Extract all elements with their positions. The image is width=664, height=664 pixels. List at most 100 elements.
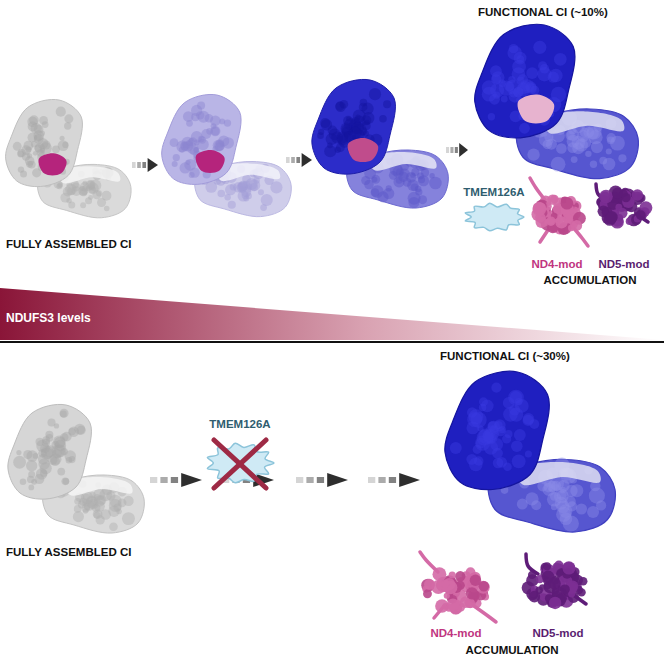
protein-texture [361, 176, 370, 185]
protein-texture [238, 190, 249, 201]
protein-texture [228, 201, 236, 209]
gradient-band: NDUFS3 levels [0, 288, 664, 340]
protein-texture [230, 183, 237, 190]
protein-texture [243, 181, 250, 188]
protein-texture [218, 135, 229, 146]
protein-texture [450, 442, 462, 454]
stage-label: FULLY ASSEMBLED CI [6, 546, 131, 559]
protein-texture [371, 175, 380, 184]
protein-texture [69, 456, 76, 463]
protein-texture [72, 186, 82, 196]
protein-texture [527, 148, 539, 160]
protein-texture [170, 138, 179, 147]
result-label: FUNCTIONAL CI (~10%) [478, 6, 608, 19]
protein-texture [494, 421, 502, 429]
protein-texture [512, 454, 526, 468]
protein-texture [60, 136, 65, 141]
protein-texture [57, 468, 65, 476]
protein-texture [104, 206, 110, 212]
protein-label: TMEM126A [209, 418, 270, 431]
result-label: FUNCTIONAL CI (~30%) [440, 350, 570, 363]
protein-texture [197, 101, 205, 109]
ndufs3-subunit [196, 150, 225, 173]
protein-texture [503, 463, 512, 472]
protein-texture [491, 382, 501, 392]
protein-label: TMEM126A [463, 186, 524, 199]
protein-texture [85, 180, 94, 189]
protein-texture [514, 429, 526, 441]
protein-texture [490, 65, 502, 77]
membrane-arm [488, 459, 615, 532]
protein-texture [369, 88, 381, 100]
protein-texture [172, 161, 178, 167]
accumulation-label: ACCUMULATION [543, 274, 636, 287]
protein-texture [109, 522, 118, 531]
divider-line [0, 341, 664, 343]
complex-i-structure [6, 99, 132, 217]
protein-texture [122, 512, 135, 525]
protein-texture [61, 478, 69, 486]
protein-texture [585, 151, 591, 157]
protein-texture [28, 485, 34, 491]
protein-texture [27, 476, 34, 483]
protein-texture [349, 127, 362, 140]
protein-texture [411, 183, 419, 191]
protein-texture [383, 100, 391, 108]
progression-arrow [446, 143, 468, 157]
protein-texture [20, 170, 27, 177]
complex-i-structure [162, 94, 292, 216]
protein-texture [57, 182, 62, 187]
protein-texture [560, 512, 573, 525]
peripheral-arm [8, 404, 92, 499]
protein-texture [558, 480, 570, 492]
nd4-module [420, 552, 496, 622]
ndufs3-subunit [518, 95, 555, 124]
progression-arrow [132, 158, 158, 172]
protein-texture [318, 129, 324, 135]
protein-texture [52, 145, 60, 153]
protein-texture [335, 102, 344, 111]
peripheral-arm [6, 99, 83, 186]
protein-texture [40, 470, 47, 477]
protein-texture [576, 503, 587, 514]
protein-texture [504, 81, 514, 91]
protein-texture [557, 490, 567, 500]
protein-texture [519, 123, 530, 134]
protein-texture [571, 156, 578, 163]
protein-texture [501, 95, 508, 102]
protein-texture [191, 113, 199, 121]
protein-texture [513, 87, 523, 97]
protein-texture [533, 41, 546, 54]
protein-texture [39, 116, 48, 125]
protein-texture [13, 142, 22, 151]
protein-texture [38, 454, 49, 465]
protein-texture [554, 53, 567, 66]
protein-texture [60, 411, 67, 418]
protein-texture [85, 197, 92, 204]
protein-texture [37, 138, 48, 149]
tmem126a-icon [465, 203, 524, 231]
protein-texture [62, 142, 68, 148]
protein-texture [523, 415, 534, 426]
protein-texture [509, 44, 518, 53]
protein-texture [556, 143, 567, 154]
protein-texture [173, 154, 180, 161]
protein-texture [69, 428, 76, 435]
protein-texture [335, 102, 345, 112]
protein-texture [68, 426, 79, 437]
complex-i-structure [475, 24, 639, 178]
complex-i-structure [445, 371, 616, 532]
protein-texture [590, 161, 597, 168]
protein-texture [513, 87, 524, 98]
protein-texture [261, 194, 273, 206]
protein-texture [32, 168, 41, 177]
protein-texture [16, 450, 21, 455]
progression-arrow [286, 153, 312, 167]
protein-texture [603, 158, 616, 171]
protein-texture [408, 197, 419, 208]
peripheral-arm [445, 371, 549, 489]
protein-texture [525, 450, 532, 457]
protein-texture [42, 439, 50, 447]
nd5-module [596, 184, 652, 229]
